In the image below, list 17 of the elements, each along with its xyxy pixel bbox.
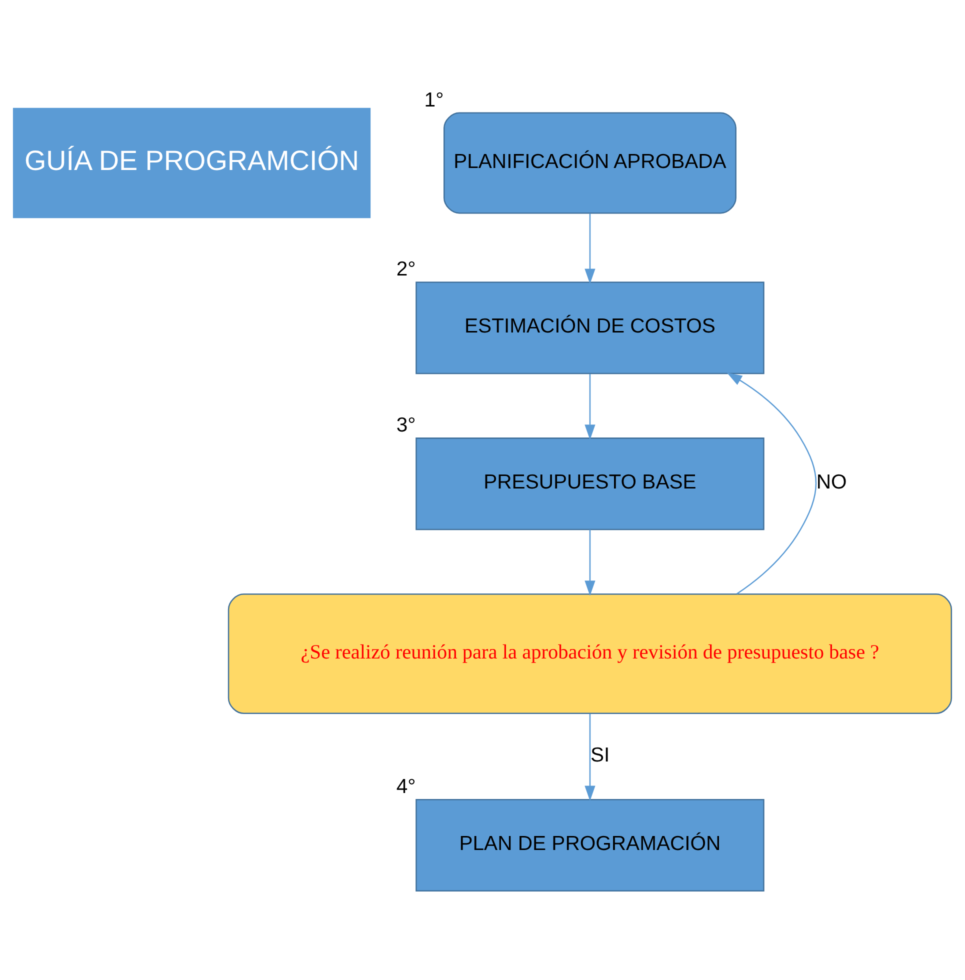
node-box: ¿Se realizó reunión para la aprobación y revisión de presupuesto base ?	[228, 593, 952, 714]
arrow	[584, 212, 596, 284]
edge-label: NO	[816, 471, 847, 494]
node-label: 4°	[396, 776, 416, 798]
arrow	[584, 373, 596, 440]
arrow	[584, 529, 596, 596]
node-box: GUÍA DE PROGRAMCIÓN	[12, 107, 371, 218]
node-label: 1°	[424, 88, 444, 111]
edge-label: SI	[590, 744, 610, 766]
node-box: ESTIMACIÓN DE COSTOS	[416, 281, 764, 374]
node-box: PLANIFICACIÓN APROBADA	[444, 112, 736, 214]
node-label: 3°	[396, 414, 416, 436]
node-box: PLAN DE PROGRAMACIÓN	[416, 798, 764, 892]
node-box: PRESUPUESTO BASE	[416, 437, 764, 530]
node-label: 2°	[396, 258, 416, 280]
arrow	[726, 372, 817, 594]
arrow	[584, 713, 596, 801]
